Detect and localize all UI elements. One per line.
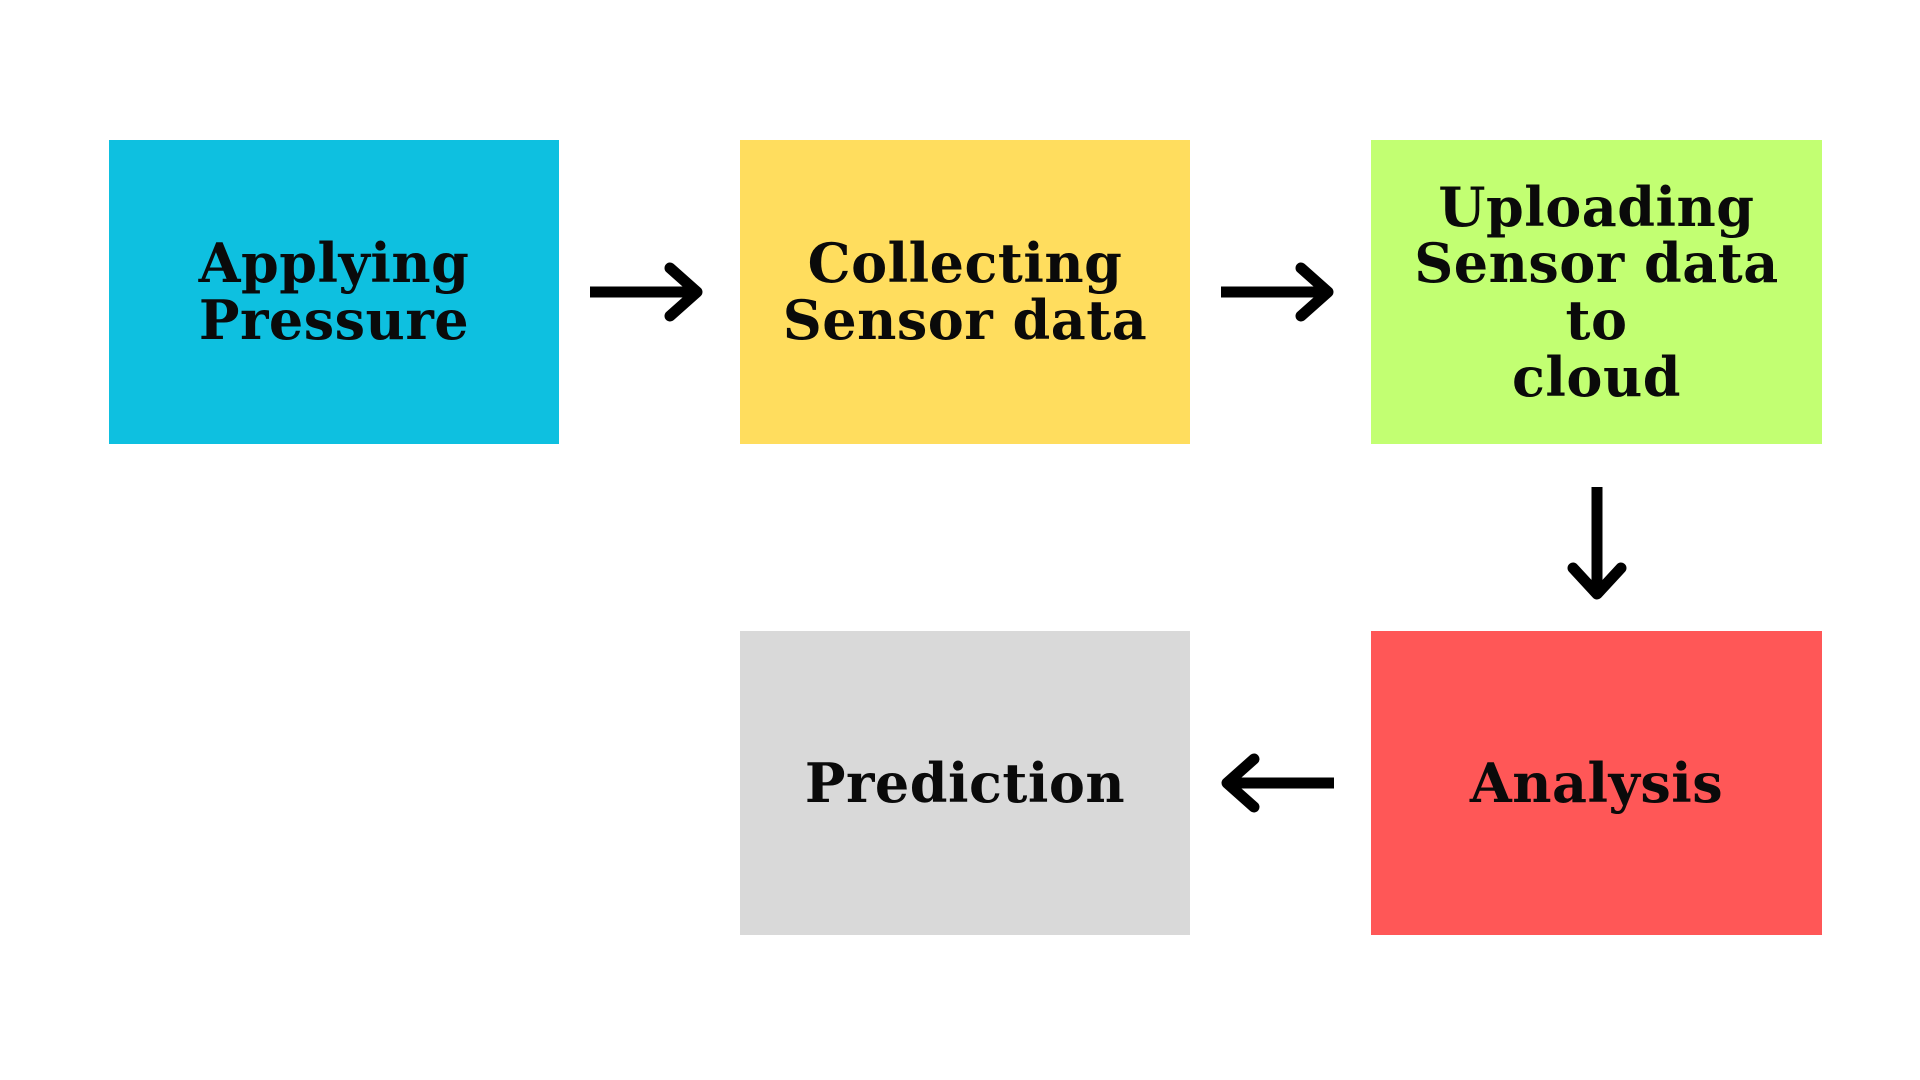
arrow-down-icon <box>1567 487 1627 600</box>
node-analysis: Analysis <box>1371 631 1822 935</box>
arrow-left-icon <box>1221 753 1334 813</box>
node-label: Applying Pressure <box>198 231 470 352</box>
node-label: Uploading Sensor data to cloud <box>1414 174 1779 409</box>
node-applying-pressure: Applying Pressure <box>109 140 559 444</box>
node-uploading-sensor-data: Uploading Sensor data to cloud <box>1371 140 1822 444</box>
node-label: Prediction <box>804 750 1126 815</box>
node-label: Analysis <box>1469 750 1724 815</box>
node-prediction: Prediction <box>740 631 1190 935</box>
arrow-right-icon <box>590 262 703 322</box>
arrow-right-icon <box>1221 262 1334 322</box>
node-collecting-sensor-data: Collecting Sensor data <box>740 140 1190 444</box>
node-label: Collecting Sensor data <box>782 231 1148 352</box>
